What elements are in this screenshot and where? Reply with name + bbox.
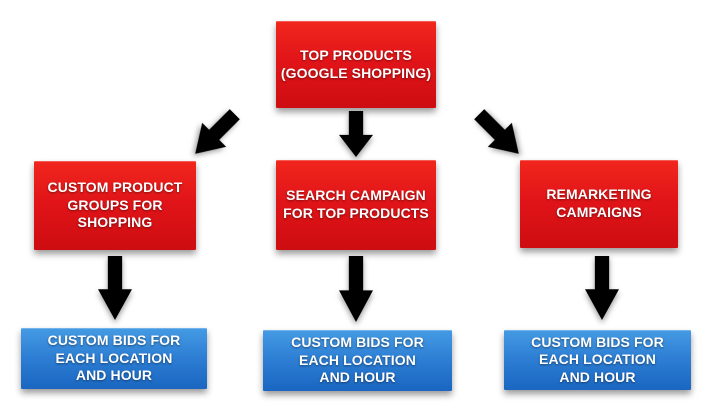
node-remarketing-campaigns-label: REMARKETING CAMPAIGNS: [546, 186, 652, 220]
node-remarketing-campaigns: REMARKETING CAMPAIGNS: [520, 160, 678, 248]
node-search-campaign: SEARCH CAMPAIGN FOR TOP PRODUCTS: [276, 160, 436, 250]
node-custom-product-groups: CUSTOM PRODUCT GROUPS FOR SHOPPING: [34, 161, 196, 250]
node-search-campaign-label: SEARCH CAMPAIGN FOR TOP PRODUCTS: [283, 187, 429, 221]
node-custom-bids-left-label: CUSTOM BIDS FOR EACH LOCATION AND HOUR: [47, 332, 181, 384]
arrow-shape: [585, 256, 619, 320]
arrow-shape: [467, 102, 531, 166]
node-custom-bids-left: CUSTOM BIDS FOR EACH LOCATION AND HOUR: [21, 328, 207, 389]
arrow-shape: [339, 111, 373, 157]
arrow-shape: [98, 256, 132, 320]
arrow-down-icon: [339, 256, 373, 322]
arrow-down-icon: [339, 111, 373, 157]
node-custom-bids-right-label: CUSTOM BIDS FOR EACH LOCATION AND HOUR: [531, 333, 664, 385]
arrow-shape: [183, 102, 247, 166]
node-top-products: TOP PRODUCTS (GOOGLE SHOPPING): [276, 21, 436, 108]
node-custom-product-groups-label: CUSTOM PRODUCT GROUPS FOR SHOPPING: [47, 179, 183, 231]
arrow-down-right-icon: [467, 102, 531, 166]
arrow-shape: [339, 256, 373, 322]
node-custom-bids-right: CUSTOM BIDS FOR EACH LOCATION AND HOUR: [504, 330, 691, 390]
arrow-down-icon: [98, 256, 132, 320]
node-custom-bids-center-label: CUSTOM BIDS FOR EACH LOCATION AND HOUR: [291, 334, 424, 386]
arrow-down-left-icon: [183, 102, 247, 166]
node-custom-bids-center: CUSTOM BIDS FOR EACH LOCATION AND HOUR: [263, 330, 452, 391]
node-top-products-label: TOP PRODUCTS (GOOGLE SHOPPING): [280, 46, 432, 81]
arrow-down-icon: [585, 256, 619, 320]
